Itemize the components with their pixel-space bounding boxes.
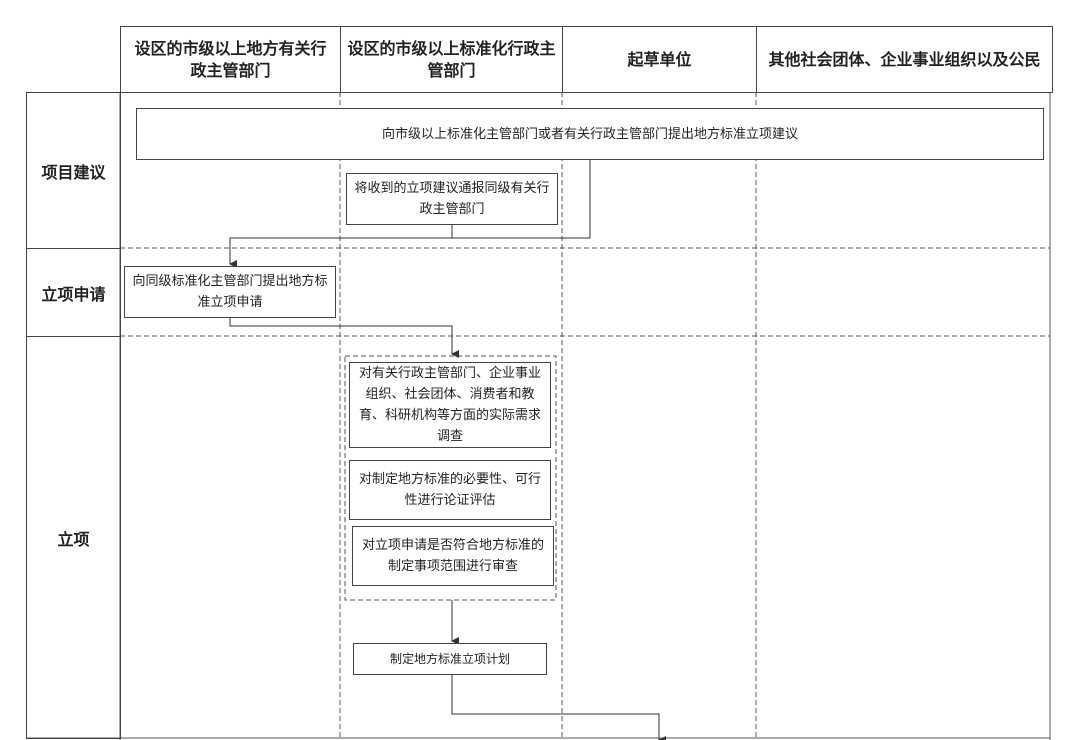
row-label-approval: 立项 [26, 336, 121, 739]
column-header-drafting-unit: 起草单位 [562, 26, 757, 93]
step-review: 对立项申请是否符合地方标准的制定事项范围进行审查 [352, 526, 554, 586]
step-notify: 将收到的立项建议通报同级有关行政主管部门 [346, 173, 558, 225]
step-evaluate: 对制定地方标准的必要性、可行性进行论证评估 [349, 460, 551, 520]
step-plan: 制定地方标准立项计划 [353, 643, 547, 675]
column-header-local-admin: 设区的市级以上地方有关行政主管部门 [120, 26, 341, 93]
step-survey: 对有关行政主管部门、企业事业组织、社会团体、消费者和教育、科研机构等方面的实际需… [349, 362, 551, 448]
column-header-standardization-admin: 设区的市级以上标准化行政主管部门 [340, 26, 563, 93]
step-apply: 向同级标准化主管部门提出地方标准立项申请 [124, 266, 336, 318]
flow-connectors [229, 160, 666, 740]
row-label-application: 立项申请 [26, 248, 121, 337]
row-label-proposal: 项目建议 [26, 92, 121, 249]
column-header-public: 其他社会团体、企业事业组织以及公民 [756, 26, 1053, 93]
step-proposal: 向市级以上标准化主管部门或者有关行政主管部门提出地方标准立项建议 [136, 108, 1044, 160]
